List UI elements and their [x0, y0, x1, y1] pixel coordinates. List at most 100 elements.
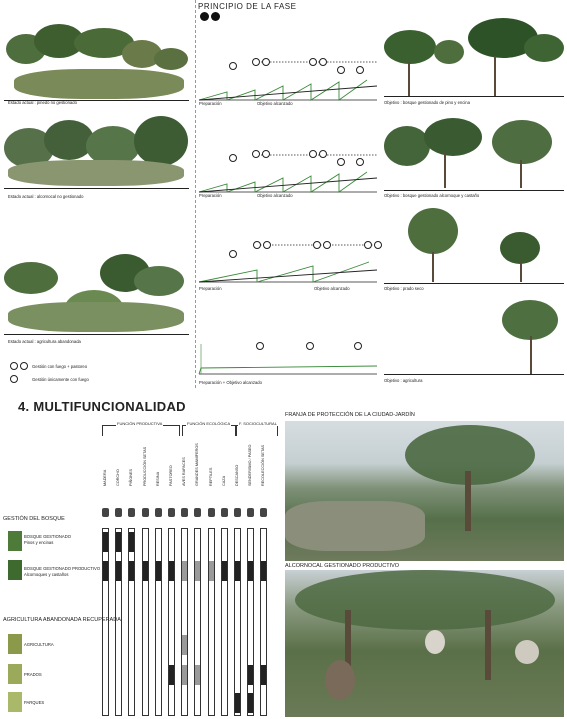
matrix-cell [182, 665, 188, 685]
scene-current-abandoned [4, 232, 189, 336]
matrix-column [115, 528, 123, 716]
matrix-cell [248, 561, 254, 581]
fire-grazing-icon [323, 241, 331, 249]
matrix-cell [103, 561, 108, 581]
row1-objective-label: Objetivo : bosque gestionado de pino y e… [384, 100, 470, 105]
row-label-forest-productive: BOSQUE GESTIONADO PRODUCTIVO [24, 566, 101, 571]
column-icon [102, 508, 109, 517]
fire-icon [337, 66, 345, 74]
block-title-agri: AGRICULTURA ABANDONADA RECUPERADA [3, 617, 121, 623]
group-bracket [182, 425, 236, 436]
photo-protection-strip [285, 421, 564, 561]
column-label: GRANDES MAMÍFEROS [195, 443, 200, 486]
row1-graph [198, 61, 378, 101]
row4-objective-label: Objetivo : agricultura [384, 378, 423, 383]
matrix-column [247, 528, 255, 716]
row2-objective-label: Objetivo : bosque gestionado alcornoque … [384, 193, 480, 198]
column-label: MADERA [103, 469, 107, 486]
column-icon [247, 508, 255, 517]
row-sub-forest-productive: Alcornoques y castaños [24, 572, 69, 577]
matrix-cell [169, 561, 174, 581]
matrix-cell [195, 561, 201, 581]
row4-prep-label: Preparación + Objetivo alcanzado [199, 380, 262, 385]
matrix-cell [248, 693, 254, 713]
column-icon [181, 508, 189, 517]
matrix-cell [208, 561, 214, 581]
row-sub-forest-managed: Pinos y encinas [24, 540, 54, 545]
fire-grazing-icon [319, 58, 327, 66]
column-label: SENDERISMO / PASEO [248, 444, 253, 487]
thumb-forest-productive [8, 560, 22, 580]
photo-cork-productive [285, 570, 564, 717]
scene-current-pine [4, 14, 189, 102]
matrix-column [141, 528, 149, 716]
matrix-cell [129, 532, 135, 552]
grazing-icon [20, 362, 28, 370]
column-icon [168, 508, 175, 517]
column-label: CAZA [221, 475, 226, 486]
group-ecological: FUNCIÓN ECOLÓGICA [186, 421, 232, 426]
matrix-column [102, 528, 109, 716]
column-label: CORCHO [116, 469, 121, 486]
row-label-meadows: PRADOS [24, 672, 42, 677]
fire-grazing-icon [262, 150, 270, 158]
fire-grazing-icon [309, 150, 317, 158]
matrix-cell [116, 532, 122, 552]
section-title: 4. MULTIFUNCIONALIDAD [18, 399, 186, 414]
column-icon [260, 508, 268, 517]
matrix-cell [116, 561, 122, 581]
row2-reached-label: Objetivo alcanzado [257, 193, 293, 198]
matrix-cell [261, 561, 267, 581]
row2-current-label: Estado actual : alcornocal no gestionado [8, 194, 84, 199]
row3-current-label: Estado actual : agricultura abandonada [8, 339, 81, 344]
legend-item-fire-only: Gestión únicamente con fuego [32, 377, 89, 382]
matrix-column [220, 528, 228, 716]
matrix-cell [129, 561, 135, 581]
matrix-cell [103, 532, 108, 552]
group-productive: FUNCIÓN PRODUCTIVA [116, 421, 164, 426]
matrix-column [194, 528, 202, 716]
column-label: PASTOREO [169, 465, 173, 486]
matrix-cell [169, 665, 174, 685]
photo-bottom-caption: ALCORNOCAL GESTIONADO PRODUCTIVO [285, 563, 400, 569]
matrix-column [154, 528, 162, 716]
matrix-cell [248, 665, 254, 685]
row3-reached-label: Objetivo alcanzado [314, 286, 350, 291]
column-icon [115, 508, 123, 517]
matrix-cell [182, 561, 188, 581]
fire-grazing-icon [262, 58, 270, 66]
block-title-forest: GESTIÓN DEL BOSQUE [3, 516, 65, 522]
matrix-column [207, 528, 215, 716]
thumb-parks [8, 692, 22, 712]
row3-graph [198, 244, 378, 283]
row2-graph [198, 154, 378, 193]
thumb-forest-managed [8, 531, 22, 551]
fire-icon [229, 250, 237, 258]
column-icon [207, 508, 215, 517]
fire-icon [356, 66, 364, 74]
fire-grazing-icon [313, 241, 321, 249]
fire-icon [10, 375, 18, 383]
row-label-forest-managed: BOSQUE GESTIONADO [24, 534, 72, 539]
row-label-parks: PARQUES [24, 700, 45, 705]
fire-grazing-icon [252, 58, 260, 66]
fire-grazing-icon [374, 241, 382, 249]
fire-grazing-icon [229, 62, 237, 70]
matrix-column [128, 528, 136, 716]
column-icon [154, 508, 162, 517]
matrix-column [168, 528, 175, 716]
grazing-icon [354, 342, 362, 350]
phase-title: PRINCIPIO DE LA FASE [198, 2, 297, 11]
matrix-cell [261, 665, 267, 685]
fire-grazing-icon [309, 58, 317, 66]
column-icon [234, 508, 241, 517]
phase-divider [195, 0, 196, 388]
scene-current-cork [4, 110, 189, 190]
column-label: AVES RAPACES [182, 457, 187, 486]
fire-grazing-icon [263, 241, 271, 249]
column-label: PRODUCCIÓN SETAS [142, 446, 147, 486]
group-bracket [102, 425, 180, 436]
group-sociocultural: F. SOCIOCULTURAL [238, 421, 278, 426]
column-label: RECOLECCIÓN SETAS [261, 444, 266, 486]
matrix-cell [182, 635, 188, 655]
